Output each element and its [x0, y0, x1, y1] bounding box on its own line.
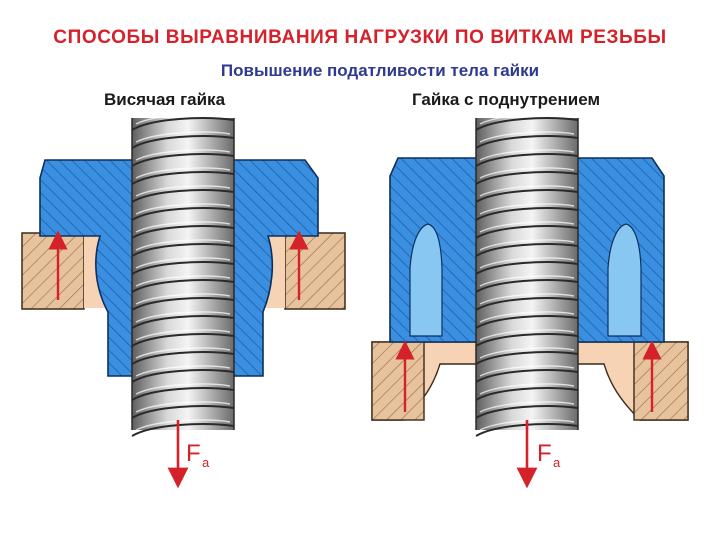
thread-highlight: [479, 311, 575, 323]
thread-line: [131, 333, 235, 347]
thread-highlight: [479, 329, 575, 341]
force-label-right-sub: a: [553, 455, 561, 470]
force-label-left-sub: a: [202, 455, 210, 470]
thread-line: [131, 225, 235, 239]
thread-highlight: [135, 311, 231, 323]
thread-line: [131, 387, 235, 401]
thread-highlight: [479, 131, 575, 143]
thread-highlight: [135, 131, 231, 143]
thread-line: [475, 261, 579, 275]
thread-line: [131, 153, 235, 167]
thread-highlight: [135, 419, 231, 431]
right-support-clearance: [264, 236, 285, 308]
thread-highlight: [135, 275, 231, 287]
thread-highlight: [479, 347, 575, 359]
thread-highlight: [479, 185, 575, 197]
thread-line: [475, 117, 579, 131]
thread-highlight: [479, 365, 575, 377]
diagram-subtitle: Повышение податливости тела гайки: [220, 61, 540, 80]
caption-undercut-nut: Гайка с поднутрением: [412, 90, 601, 109]
threaded-bolt-icon: [475, 113, 579, 437]
force-label-left: F: [186, 440, 201, 467]
thread-highlight: [135, 185, 231, 197]
thread-line: [131, 315, 235, 329]
thread-line: [475, 297, 579, 311]
thread-line: [131, 297, 235, 311]
thread-highlight: [135, 149, 231, 161]
force-label-right: F: [537, 440, 552, 467]
thread-highlight: [479, 383, 575, 395]
thread-line: [131, 207, 235, 221]
thread-line: [475, 243, 579, 257]
undercut-groove-right: [607, 223, 642, 337]
thread-highlight: [135, 383, 231, 395]
thread-line: [475, 135, 579, 149]
thread-highlight: [479, 401, 575, 413]
right-support-pad: [633, 341, 689, 421]
left-support-pad: [21, 232, 85, 310]
thread-line: [131, 351, 235, 365]
thread-line: [475, 225, 579, 239]
thread-highlight: [479, 149, 575, 161]
thread-line: [475, 279, 579, 293]
thread-highlight: [479, 203, 575, 215]
thread-highlight: [135, 347, 231, 359]
undercut-nut-assembly: F a: [371, 113, 689, 489]
thread-line: [131, 405, 235, 419]
thread-highlight: [135, 293, 231, 305]
left-support-pad: [371, 341, 425, 421]
thread-line: [131, 189, 235, 203]
thread-highlight: [479, 257, 575, 269]
thread-line: [475, 405, 579, 419]
thread-line: [131, 261, 235, 275]
thread-line: [475, 333, 579, 347]
thread-highlight: [135, 401, 231, 413]
diagram-title: СПОСОБЫ ВЫРАВНИВАНИЯ НАГРУЗКИ ПО ВИТКАМ …: [53, 27, 667, 48]
threaded-bolt-icon: [131, 113, 235, 437]
thread-line: [131, 369, 235, 383]
thread-highlight: [479, 221, 575, 233]
right-support-pad: [284, 232, 346, 310]
thread-highlight: [479, 275, 575, 287]
thread-line: [475, 351, 579, 365]
thread-line: [131, 171, 235, 185]
thread-highlight: [479, 293, 575, 305]
caption-hanging-nut: Висячая гайка: [104, 90, 226, 109]
thread-line: [475, 387, 579, 401]
thread-line: [475, 171, 579, 185]
thread-highlight: [135, 257, 231, 269]
undercut-groove-left: [409, 223, 443, 337]
thread-highlight: [479, 239, 575, 251]
thread-highlight: [135, 365, 231, 377]
thread-highlight: [135, 167, 231, 179]
thread-line: [475, 207, 579, 221]
thread-line: [475, 369, 579, 383]
thread-line: [131, 135, 235, 149]
thread-highlight: [135, 329, 231, 341]
thread-highlight: [479, 167, 575, 179]
thread-line: [131, 117, 235, 131]
left-support-clearance: [84, 236, 105, 308]
thread-highlight: [479, 113, 575, 125]
thread-highlight: [135, 239, 231, 251]
thread-highlight: [135, 221, 231, 233]
thread-line: [475, 423, 579, 437]
hanging-nut-assembly: F a: [21, 113, 346, 489]
thread-line: [475, 153, 579, 167]
thread-highlight: [135, 113, 231, 125]
thread-line: [131, 243, 235, 257]
thread-line: [475, 189, 579, 203]
thread-line: [475, 315, 579, 329]
thread-line: [131, 279, 235, 293]
thread-highlight: [135, 203, 231, 215]
